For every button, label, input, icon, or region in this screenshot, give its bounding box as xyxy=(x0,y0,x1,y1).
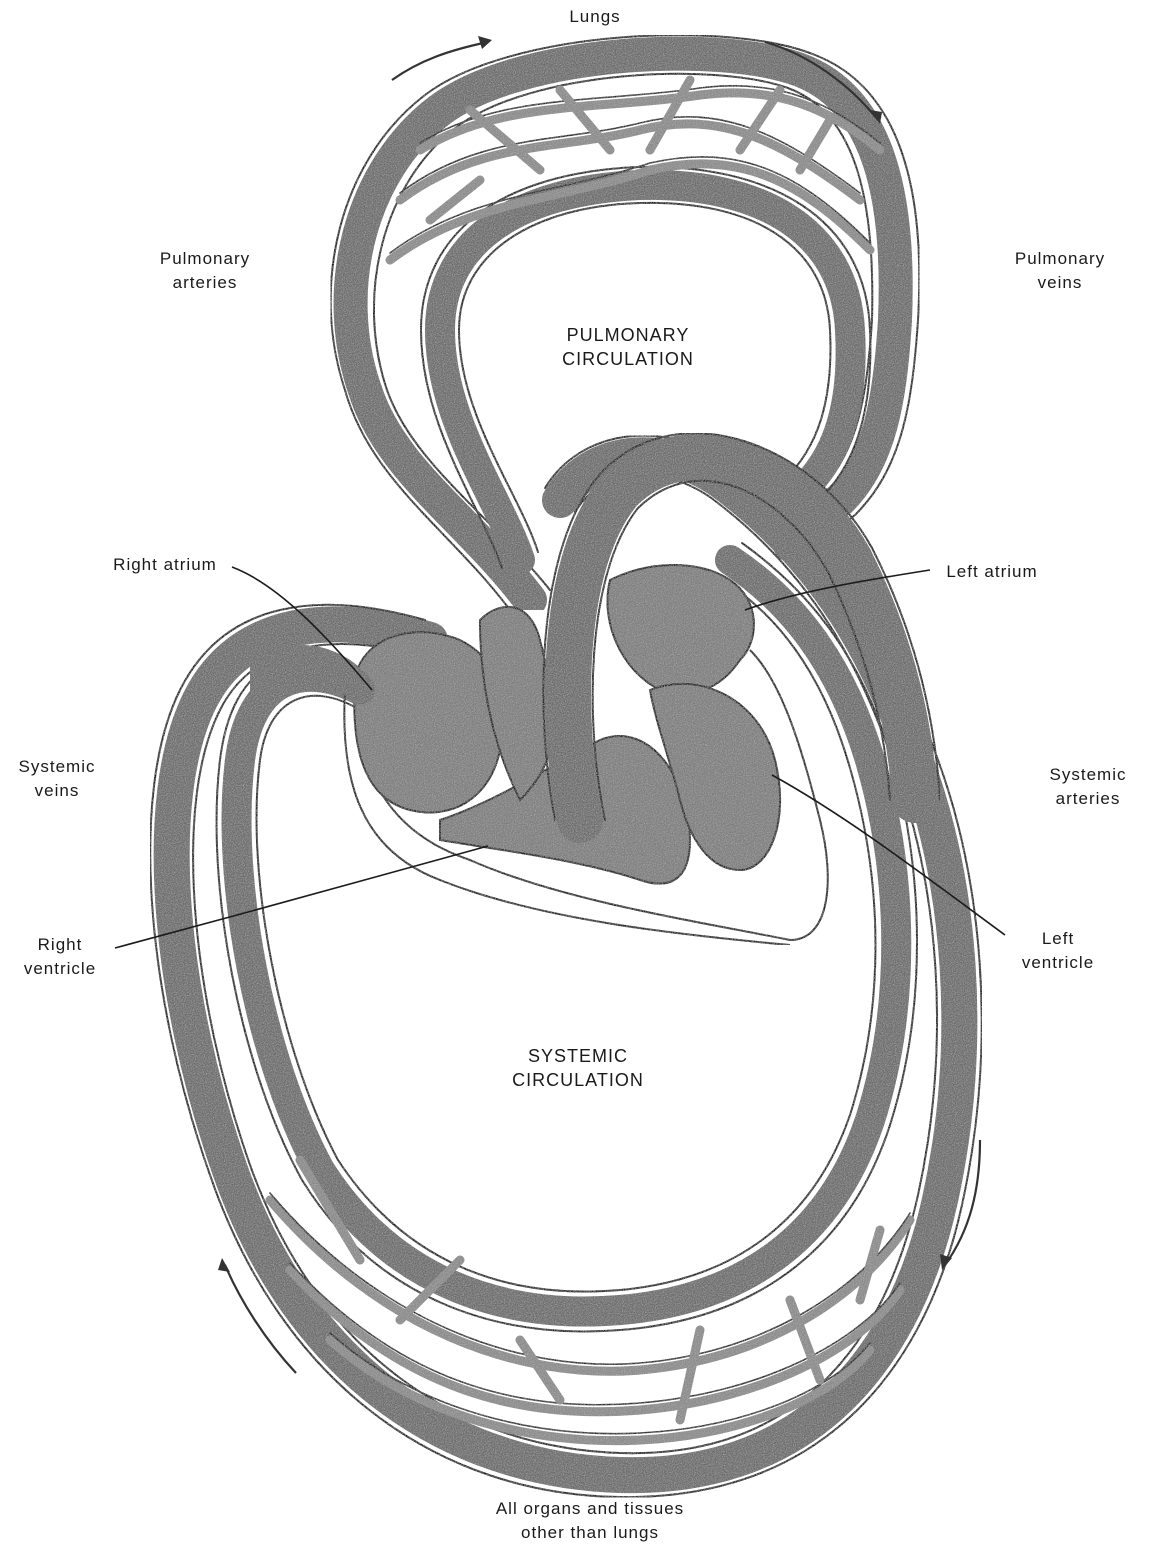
label-organs-2: other than lungs xyxy=(521,1523,659,1542)
label-pulmonary-veins-2: veins xyxy=(1038,273,1083,292)
label-right-atrium: Right atrium xyxy=(113,555,217,574)
label-organs-1: All organs and tissues xyxy=(496,1499,684,1518)
label-pulmonary-arteries-2: arteries xyxy=(173,273,238,292)
label-right-ventricle-2: ventricle xyxy=(24,959,96,978)
left-atrium xyxy=(607,565,753,694)
label-pulmonary-veins-1: Pulmonary xyxy=(1015,249,1105,268)
label-systemic-veins-2: veins xyxy=(35,781,80,800)
label-pulmonary-circulation-2: CIRCULATION xyxy=(562,349,694,369)
label-pulmonary-circulation-1: PULMONARY xyxy=(567,325,690,345)
label-right-ventricle-1: Right xyxy=(38,935,83,954)
label-left-ventricle-2: ventricle xyxy=(1022,953,1094,972)
label-systemic-circulation-2: CIRCULATION xyxy=(512,1070,644,1090)
label-systemic-veins-1: Systemic xyxy=(19,757,96,776)
label-systemic-arteries-2: arteries xyxy=(1056,789,1121,808)
label-lungs: Lungs xyxy=(569,7,620,26)
label-pulmonary-arteries-1: Pulmonary xyxy=(160,249,250,268)
label-systemic-arteries-1: Systemic xyxy=(1050,765,1127,784)
label-left-ventricle-1: Left xyxy=(1042,929,1074,948)
label-systemic-circulation-1: SYSTEMIC xyxy=(528,1046,628,1066)
label-left-atrium: Left atrium xyxy=(946,562,1037,581)
